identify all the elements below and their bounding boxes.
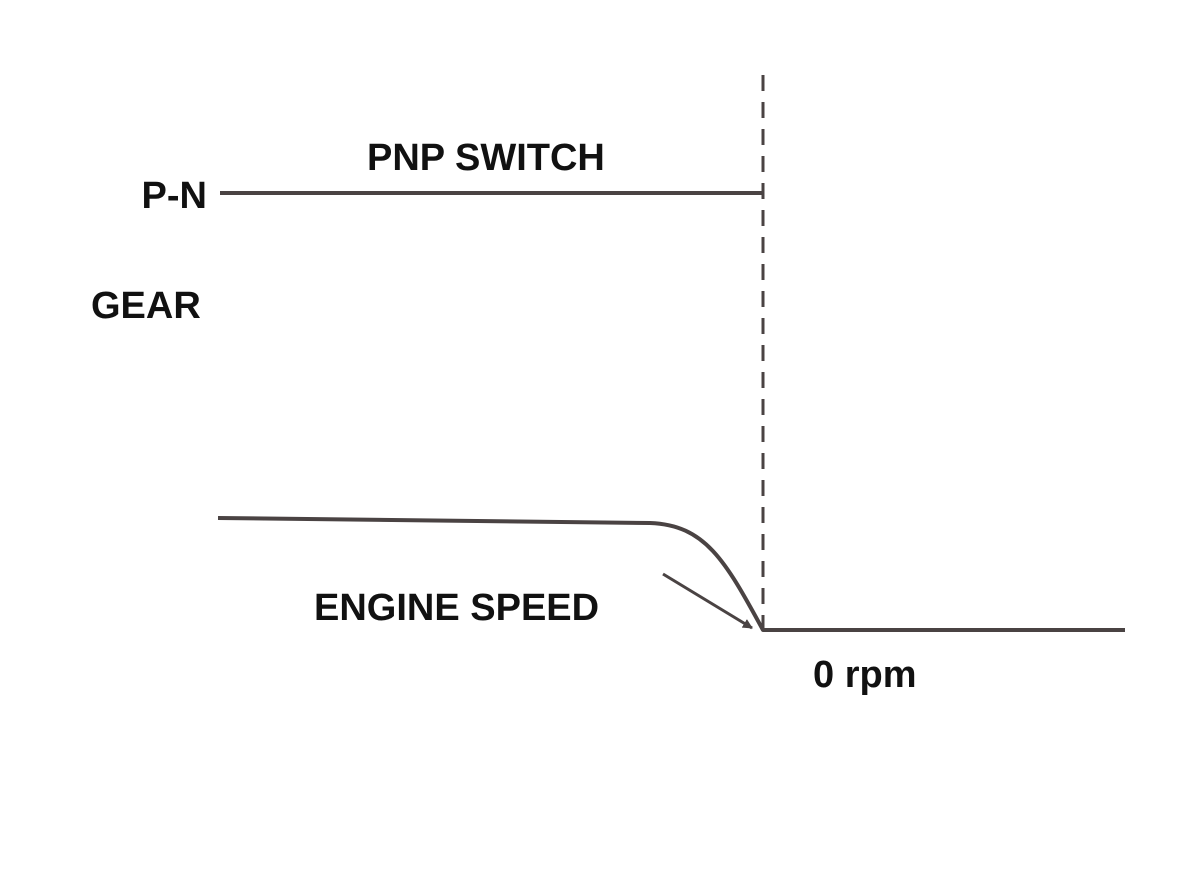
- pnp-switch-label: PNP SWITCH: [367, 137, 605, 179]
- engine-speed-curve: [217, 516, 1125, 632]
- engine-speed-label: ENGINE SPEED: [314, 587, 599, 629]
- engine-speed-pointer-arrow: [662, 572, 753, 630]
- p-n-label: P-N: [142, 175, 207, 217]
- zero-rpm-label: 0 rpm: [813, 654, 916, 696]
- gear-label: GEAR: [91, 285, 201, 327]
